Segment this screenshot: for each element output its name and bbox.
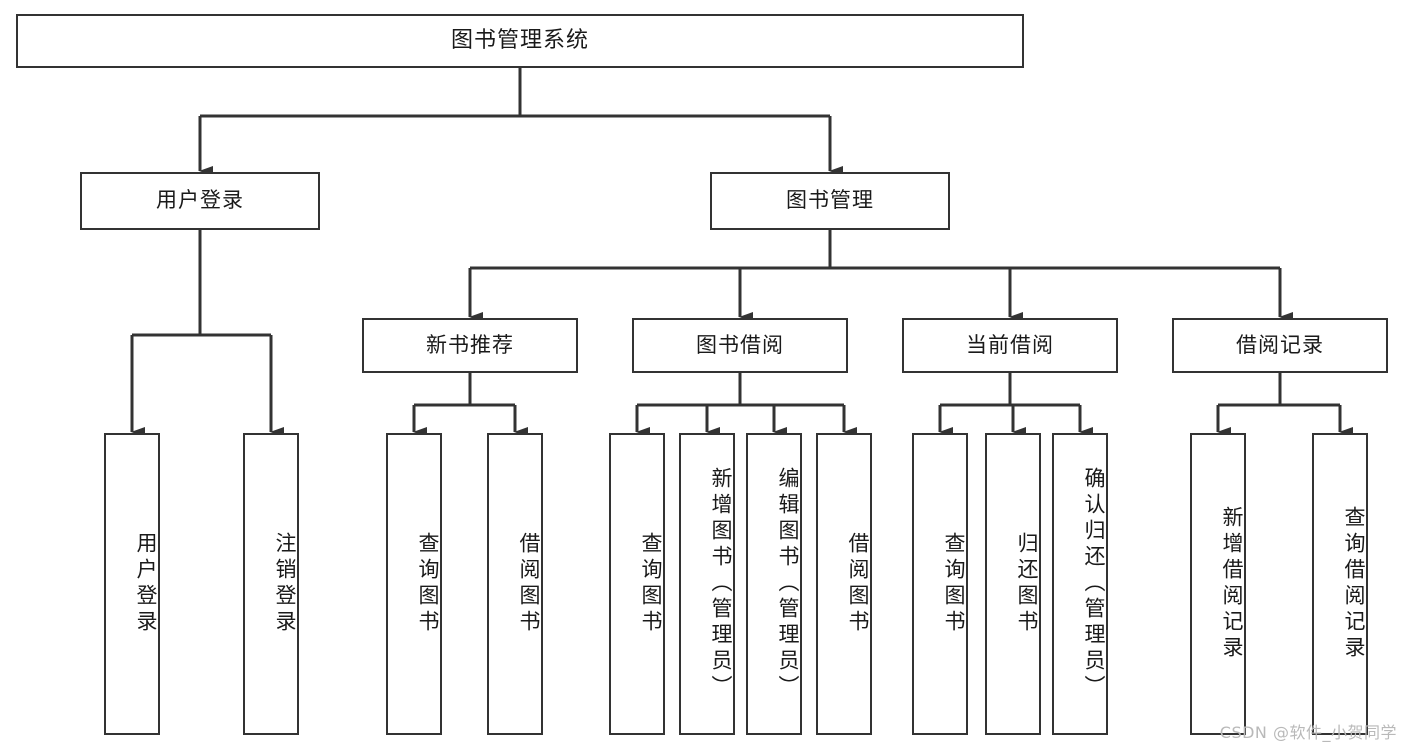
node-r1[interactable]: 新增借阅记录 (1190, 433, 1246, 735)
node-borrow[interactable]: 图书借阅 (632, 318, 848, 373)
node-label: 确认归还（管理员） (1082, 467, 1106, 701)
node-b4[interactable]: 借阅图书 (816, 433, 872, 735)
node-n2[interactable]: 借阅图书 (487, 433, 543, 735)
node-c2[interactable]: 归还图书 (985, 433, 1041, 735)
node-login[interactable]: 用户登录 (80, 172, 320, 230)
node-label: 图书管理系统 (450, 27, 589, 53)
node-root[interactable]: 图书管理系统 (16, 14, 1024, 68)
node-label: 图书管理 (786, 188, 874, 213)
node-label: 新增借阅记录 (1220, 506, 1244, 662)
node-label: 新增图书（管理员） (709, 467, 733, 701)
node-bookmgmt[interactable]: 图书管理 (710, 172, 950, 230)
node-c3[interactable]: 确认归还（管理员） (1052, 433, 1108, 735)
node-records[interactable]: 借阅记录 (1172, 318, 1388, 373)
node-label: 查询借阅记录 (1342, 506, 1366, 662)
node-b3[interactable]: 编辑图书（管理员） (746, 433, 802, 735)
node-label: 借阅图书 (517, 532, 541, 636)
edges (130, 68, 1353, 437)
node-label: 归还图书 (1015, 532, 1039, 636)
node-label: 注销登录 (273, 532, 297, 636)
node-label: 用户登录 (134, 532, 158, 636)
node-label: 图书借阅 (696, 332, 784, 357)
node-l2[interactable]: 注销登录 (243, 433, 299, 735)
node-label: 用户登录 (156, 188, 244, 213)
node-label: 查询图书 (416, 532, 440, 636)
node-label: 借阅图书 (846, 532, 870, 636)
node-c1[interactable]: 查询图书 (912, 433, 968, 735)
node-b2[interactable]: 新增图书（管理员） (679, 433, 735, 735)
node-label: 编辑图书（管理员） (776, 467, 800, 701)
watermark: CSDN @软件_小贺同学 (1219, 723, 1397, 742)
node-l1[interactable]: 用户登录 (104, 433, 160, 735)
node-current[interactable]: 当前借阅 (902, 318, 1118, 373)
node-newbook[interactable]: 新书推荐 (362, 318, 578, 373)
node-label: 查询图书 (639, 532, 663, 636)
node-b1[interactable]: 查询图书 (609, 433, 665, 735)
node-n1[interactable]: 查询图书 (386, 433, 442, 735)
node-r2[interactable]: 查询借阅记录 (1312, 433, 1368, 735)
node-label: 查询图书 (942, 532, 966, 636)
node-label: 新书推荐 (426, 332, 514, 357)
node-label: 当前借阅 (966, 332, 1054, 357)
node-label: 借阅记录 (1236, 332, 1324, 357)
